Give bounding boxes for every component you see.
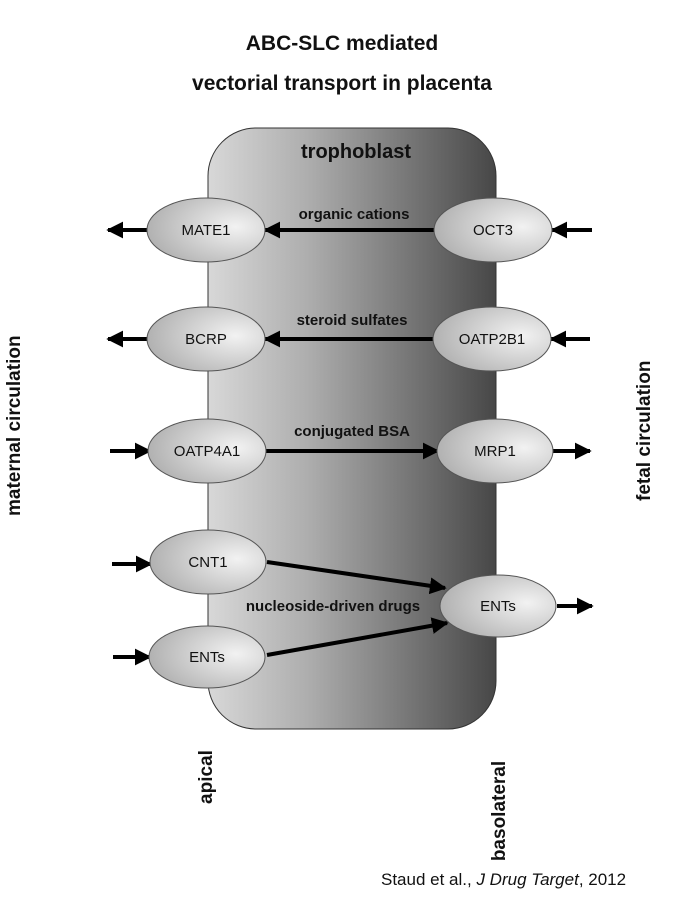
substrate-label: organic cations: [299, 206, 410, 223]
transporter-label: MATE1: [182, 222, 231, 239]
citation-journal: J Drug Target: [476, 870, 579, 889]
citation: Staud et al., J Drug Target, 2012: [381, 870, 626, 890]
row-steroid-sulfates: BCRP OATP2B1 steroid sulfates: [106, 306, 590, 372]
apical-label: apical: [196, 750, 217, 804]
diagram-title-line-2: vectorial transport in placenta: [192, 72, 492, 95]
transporter-label: ENTs: [480, 598, 516, 615]
transporter-node: [432, 306, 552, 372]
diagram-title-line-1: ABC-SLC mediated: [245, 32, 439, 55]
maternal-circulation-label: maternal circulation: [4, 335, 25, 516]
fetal-circulation-label: fetal circulation: [634, 360, 655, 501]
transporter-node: [436, 418, 554, 484]
transporter-label: CNT1: [188, 554, 227, 571]
transporter-node: [146, 306, 266, 372]
substrate-label: steroid sulfates: [297, 312, 408, 329]
transporter-node: [149, 529, 267, 595]
transporter-node: [147, 418, 267, 484]
transporter-label: OATP2B1: [459, 331, 525, 348]
arrow-transcellular: [266, 560, 447, 595]
transporter-label: ENTs: [189, 649, 225, 666]
arrow-transcellular: [266, 617, 449, 657]
transporter-label: MRP1: [474, 443, 516, 460]
row-nucleoside-drugs: CNT1 ENTs ENTs nucleoside-driven drugs: [112, 529, 594, 689]
substrate-label: nucleoside-driven drugs: [246, 598, 420, 615]
trophoblast-label: trophoblast: [301, 141, 411, 163]
transporter-label: BCRP: [185, 331, 227, 348]
transporter-node: [439, 574, 557, 638]
basolateral-label: basolateral: [489, 760, 510, 862]
row-conjugated-bsa: OATP4A1 MRP1 conjugated BSA: [110, 418, 592, 484]
transporter-node: [146, 197, 266, 263]
substrate-label: conjugated BSA: [294, 423, 410, 440]
transporter-label: OCT3: [473, 222, 513, 239]
citation-authors: Staud et al.,: [381, 870, 477, 889]
citation-year: , 2012: [578, 870, 627, 889]
transporter-node: [148, 625, 266, 689]
row-organic-cations: MATE1 OCT3 organic cations: [106, 197, 592, 263]
transporter-label: OATP4A1: [174, 443, 240, 460]
transporter-node: [433, 197, 553, 263]
